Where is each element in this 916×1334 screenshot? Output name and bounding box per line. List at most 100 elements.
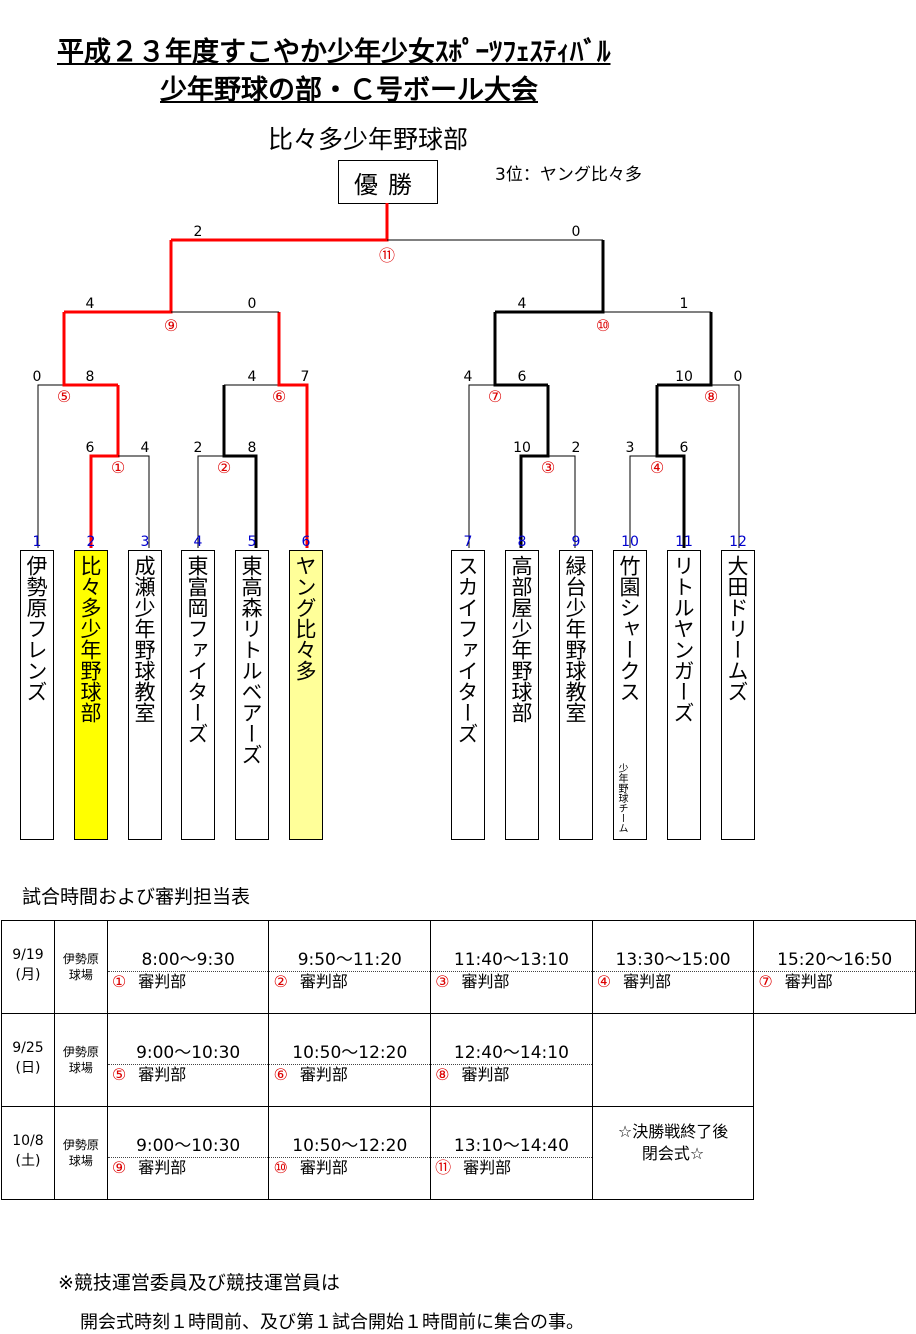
team-name: 東富岡ファイターズ — [185, 555, 209, 744]
team-number: 8 — [518, 534, 527, 550]
title-line-2: 少年野球の部・Ｃ号ボール大会 — [160, 75, 538, 106]
team-box-3: 成瀬少年野球教室 — [128, 550, 162, 840]
score: 10 — [675, 369, 693, 385]
team-box-8: 高部屋少年野球部 — [505, 550, 539, 840]
score: 4 — [518, 296, 527, 312]
score: 0 — [33, 369, 42, 385]
bracket-line-g5-left — [37, 384, 64, 548]
venue-cell: 伊勢原球場 — [53, 1013, 108, 1107]
score: 4 — [464, 369, 473, 385]
bracket-line-g1-right — [118, 455, 150, 548]
bracket-line-g9-left — [64, 240, 173, 314]
score: 6 — [680, 440, 689, 456]
game-number: ④ — [650, 458, 664, 477]
team-number: 1 — [33, 534, 42, 550]
score: 0 — [734, 369, 743, 385]
team-number: 4 — [194, 534, 203, 550]
team-name: 比々多少年野球部 — [78, 555, 102, 723]
game-number: ⑪ — [379, 246, 395, 265]
team-box-7: スカイファイターズ — [451, 550, 485, 840]
team-number: 12 — [729, 534, 747, 550]
team-name: 東高森リトルベアーズ — [239, 555, 263, 765]
team-number: 7 — [464, 534, 473, 550]
team-name: 伊勢原フレンズ — [24, 555, 48, 702]
team-number: 10 — [621, 534, 639, 550]
team-box-2: 比々多少年野球部 — [74, 550, 108, 840]
team-name: 緑台少年野球教室 — [563, 555, 587, 723]
bracket-line-g7-left — [468, 384, 495, 548]
tournament-bracket: 2 0 4 0 4 1 0 8 4 7 4 6 10 0 6 4 2 8 10 … — [33, 203, 747, 550]
notice-line-2: 開会式時刻１時間前、及び第１試合開始１時間前に集合の事。 — [80, 1312, 584, 1333]
date-cell: 9/19(月) — [1, 920, 55, 1014]
score: 10 — [513, 440, 531, 456]
score: 0 — [248, 296, 257, 312]
game-number: ① — [111, 458, 125, 477]
team-box-10: 竹園シャークス少年野球チーム — [613, 550, 647, 840]
team-number: 11 — [675, 534, 693, 550]
game-number: ② — [217, 458, 231, 477]
score: 2 — [194, 440, 203, 456]
team-number: 2 — [87, 534, 96, 550]
team-box-11: リトルヤンガーズ — [667, 550, 701, 840]
team-name: スカイファイターズ — [455, 555, 479, 744]
game-number: ⑧ — [704, 387, 718, 406]
team-number: 9 — [572, 534, 581, 550]
team-number: 5 — [248, 534, 257, 550]
venue-cell: 伊勢原球場 — [53, 920, 108, 1014]
team-box-4: 東富岡ファイターズ — [181, 550, 215, 840]
date-cell: 10/8(土) — [1, 1106, 55, 1200]
bracket-line-g8-right — [711, 384, 740, 548]
notice-line-1: ※競技運営委員及び競技運営員は — [58, 1272, 340, 1294]
champion-name: 比々多少年野球部 — [268, 125, 469, 154]
schedule-title: 試合時間および審判担当表 — [22, 886, 251, 908]
team-name: 竹園シャークス — [617, 555, 641, 702]
team-box-1: 伊勢原フレンズ — [20, 550, 54, 840]
team-number: 3 — [141, 534, 150, 550]
bracket-line-g3-right — [548, 455, 576, 548]
score: 4 — [141, 440, 150, 456]
score: 0 — [572, 224, 581, 240]
date-cell: 9/25(日) — [1, 1013, 55, 1107]
bracket-line-final-left — [171, 203, 389, 242]
bracket-line-g1-left — [89, 385, 120, 548]
game-number: ⑨ — [164, 316, 178, 335]
game-number: ⑦ — [488, 387, 502, 406]
team-box-9: 緑台少年野球教室 — [559, 550, 593, 840]
score: 2 — [194, 224, 203, 240]
bracket-line-g4-left — [629, 455, 657, 548]
team-box-12: 大田ドリームズ — [721, 550, 755, 840]
score: 2 — [572, 440, 581, 456]
score: 8 — [248, 440, 257, 456]
bracket-line-g5-right — [62, 312, 118, 387]
bracket-line-g4-right — [655, 385, 686, 548]
game-number: ⑩ — [596, 316, 610, 335]
team-name: リトルヤンガーズ — [671, 555, 695, 723]
closing-note-cell: ☆決勝戦終了後閉会式☆ — [591, 1106, 755, 1200]
team-subname: 少年野球チーム — [616, 763, 627, 833]
bracket-line-g10-left — [495, 240, 605, 314]
title-line-1: 平成２３年度すこやか少年少女ｽﾎﾟｰﾂﾌｪｽﾃｨﾊﾞﾙ — [57, 37, 611, 68]
score: 4 — [248, 369, 257, 385]
team-name: ヤング比々多 — [293, 555, 317, 681]
game-number: ⑥ — [272, 387, 286, 406]
slot-cell-empty — [591, 1013, 755, 1107]
score: 7 — [301, 369, 310, 385]
bracket-line-g2-right — [222, 385, 258, 548]
bracket-line-g6-right — [277, 312, 309, 548]
bracket-line-g2-left — [197, 455, 224, 548]
third-place: 3位：ヤング比々多 — [495, 165, 642, 185]
bracket-line-g3-left — [519, 385, 550, 548]
